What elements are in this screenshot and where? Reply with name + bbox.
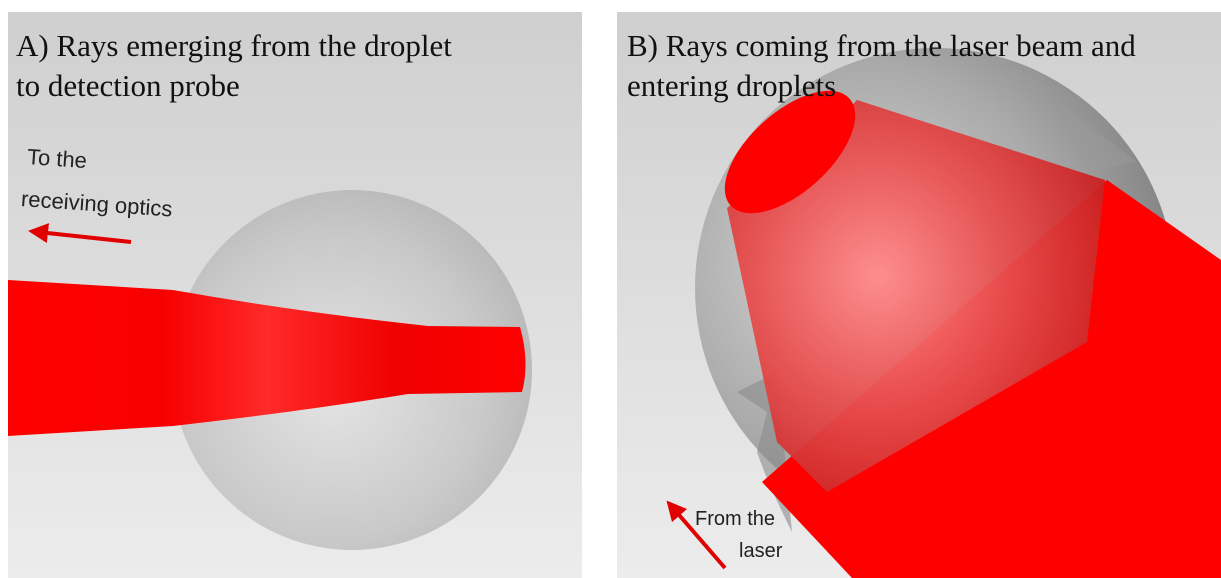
arrow-to-receiving-optics: [28, 223, 132, 244]
panel-b-title-line2: entering droplets: [627, 68, 837, 103]
droplet-b-shading-top: [1057, 102, 1137, 172]
panel-b-scene: [617, 12, 1221, 578]
annotation-from-the: From the: [695, 508, 776, 530]
annotation-laser: laser: [739, 540, 783, 562]
panel-a-title-line2: to detection probe: [16, 68, 240, 103]
arrow-from-laser: [666, 500, 727, 570]
panel-a: A) Rays emerging from the droplet to det…: [8, 12, 582, 578]
panel-a-title-line1: A) Rays emerging from the droplet: [16, 28, 452, 63]
beam-exit-spot: [724, 90, 856, 214]
panel-b-title: B) Rays coming from the laser beam and e…: [627, 26, 1136, 106]
panel-b-title-line1: B) Rays coming from the laser beam and: [627, 28, 1136, 63]
panel-b: B) Rays coming from the laser beam and e…: [617, 12, 1221, 578]
emerging-ray-beam: [8, 280, 526, 436]
panel-a-scene: [8, 12, 582, 578]
annotation-to-the: To the: [26, 144, 88, 174]
panel-a-title: A) Rays emerging from the droplet to det…: [16, 26, 452, 106]
refracted-ray-cone: [727, 100, 1105, 492]
